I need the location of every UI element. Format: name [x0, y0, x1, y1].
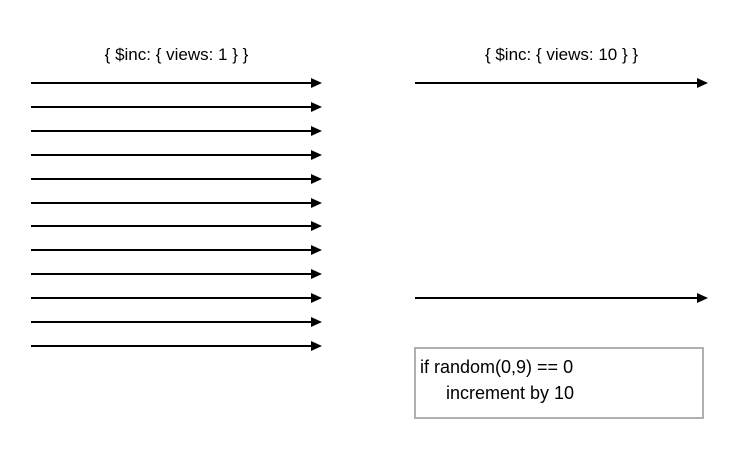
inc-by-ten-arrow: [415, 78, 708, 88]
arrow-shaft: [31, 105, 311, 108]
arrow-shaft: [31, 297, 311, 300]
arrow-shaft: [31, 225, 311, 228]
inc-by-one-arrow-group: [31, 78, 322, 351]
inc-by-one-arrow: [31, 269, 322, 280]
arrow-shaft: [31, 344, 311, 347]
inc-by-one-arrow: [31, 293, 322, 304]
inc-by-ten-arrow-group: [415, 78, 708, 303]
inc-by-one-arrow: [31, 78, 322, 88]
inc-by-ten-label: { $inc: { views: 10 } }: [484, 45, 639, 64]
arrow-shaft: [415, 82, 697, 84]
inc-by-one-arrow: [31, 317, 322, 328]
arrow-shaft: [31, 153, 311, 156]
inc-by-one-arrow: [31, 101, 322, 112]
arrow-shaft: [31, 321, 311, 324]
arrow-shaft: [31, 273, 311, 276]
arrow-head-icon: [311, 149, 322, 160]
arrow-shaft: [31, 249, 311, 252]
inc-by-one-arrow: [31, 149, 322, 160]
arrow-head-icon: [697, 293, 708, 303]
arrow-head-icon: [311, 125, 322, 136]
arrow-head-icon: [311, 101, 322, 112]
inc-by-one-arrow: [31, 245, 322, 256]
action-text: increment by 10: [446, 383, 575, 403]
arrow-head-icon: [311, 340, 322, 351]
arrow-shaft: [31, 82, 311, 84]
condition-text: if random(0,9) == 0: [420, 357, 574, 377]
condition-note-box: if random(0,9) == 0 increment by 10: [414, 347, 704, 419]
arrow-head-icon: [311, 317, 322, 328]
inc-by-one-arrow: [31, 125, 322, 136]
arrow-head-icon: [311, 221, 322, 232]
arrow-head-icon: [311, 197, 322, 208]
arrow-head-icon: [311, 269, 322, 280]
inc-by-ten-arrow: [415, 293, 708, 303]
arrow-head-icon: [311, 173, 322, 184]
arrow-head-icon: [311, 293, 322, 304]
arrow-shaft: [31, 177, 311, 180]
arrow-head-icon: [697, 78, 708, 88]
inc-by-one-arrow: [31, 197, 322, 208]
inc-by-one-arrow: [31, 221, 322, 232]
inc-by-one-label: { $inc: { views: 1 } }: [104, 45, 249, 64]
arrow-shaft: [31, 201, 311, 204]
arrow-shaft: [31, 129, 311, 132]
inc-by-one-arrow: [31, 173, 322, 184]
arrow-head-icon: [311, 245, 322, 256]
inc-by-one-arrow: [31, 340, 322, 351]
arrow-shaft: [415, 297, 697, 299]
arrow-head-icon: [311, 78, 322, 88]
